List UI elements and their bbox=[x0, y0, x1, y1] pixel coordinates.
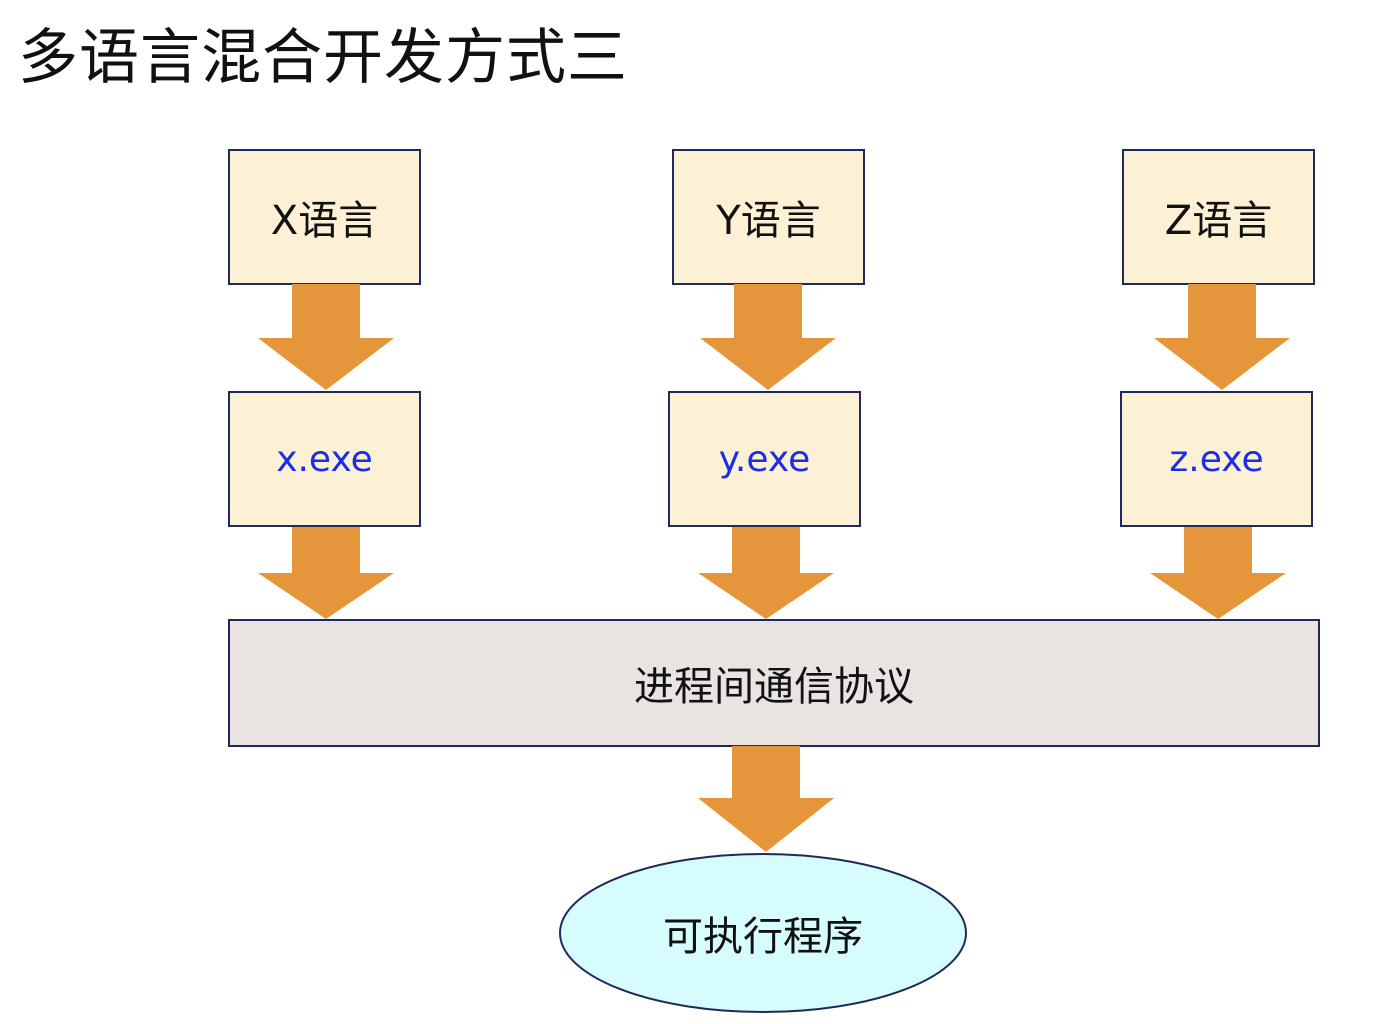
ipc-protocol-label: 进程间通信协议 bbox=[634, 664, 914, 710]
arrow-down-icon bbox=[1150, 527, 1286, 633]
y-language-label: Y语言 bbox=[716, 198, 821, 244]
arrow-down-icon bbox=[1154, 284, 1290, 390]
arrow-down-icon bbox=[698, 527, 834, 633]
arrow-down-icon bbox=[700, 284, 836, 390]
y-language-box: Y语言 bbox=[672, 149, 865, 285]
arrow-down-icon bbox=[698, 746, 834, 852]
executable-label: 可执行程序 bbox=[558, 852, 968, 1014]
slide-title: 多语言混合开发方式三 bbox=[18, 23, 628, 93]
x-language-label: X语言 bbox=[270, 198, 379, 244]
z-exe-label: z.exe bbox=[1169, 438, 1264, 480]
z-language-label: Z语言 bbox=[1164, 198, 1273, 244]
arrow-down-icon bbox=[258, 527, 394, 633]
ipc-protocol-box: 进程间通信协议 bbox=[228, 619, 1320, 747]
arrow-down-icon bbox=[258, 284, 394, 390]
x-exe-box: x.exe bbox=[228, 391, 421, 527]
z-language-box: Z语言 bbox=[1122, 149, 1315, 285]
executable-text: 可执行程序 bbox=[663, 914, 863, 960]
y-exe-box: y.exe bbox=[668, 391, 861, 527]
x-exe-label: x.exe bbox=[276, 438, 373, 480]
x-language-box: X语言 bbox=[228, 149, 421, 285]
y-exe-label: y.exe bbox=[718, 438, 811, 480]
z-exe-box: z.exe bbox=[1120, 391, 1313, 527]
executable-ellipse bbox=[558, 852, 968, 1014]
